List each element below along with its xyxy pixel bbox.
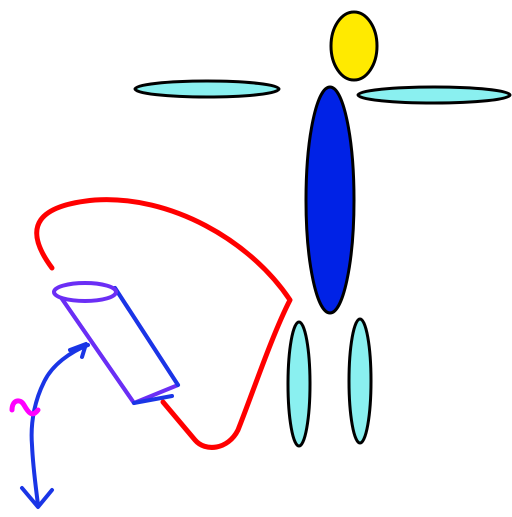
cylinder-top-cap — [54, 283, 116, 301]
right-leg — [349, 319, 371, 443]
arrow — [22, 344, 88, 507]
left-arm — [135, 81, 279, 97]
torso — [306, 87, 354, 313]
cylinder — [54, 283, 178, 403]
right-arm — [358, 87, 510, 103]
stick-figure — [135, 12, 510, 446]
arrow-shaft — [32, 345, 88, 505]
left-leg — [288, 322, 310, 446]
head — [331, 12, 377, 80]
cable — [37, 200, 290, 448]
